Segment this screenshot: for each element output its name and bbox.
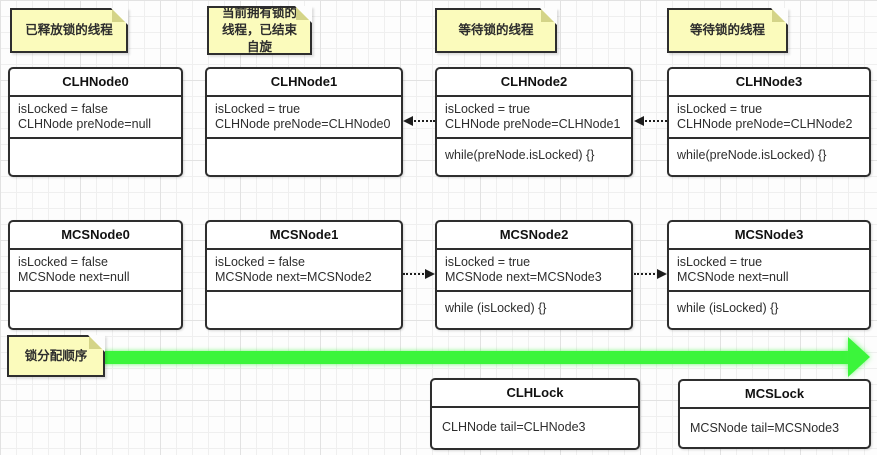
field-line: MCSNode next=null	[677, 270, 789, 284]
field-line: isLocked = false	[215, 255, 305, 269]
mcs-node-0-box: MCSNode0 isLocked = false MCSNode next=n…	[8, 220, 183, 330]
box-fields: isLocked = true CLHNode preNode=CLHNode0	[207, 97, 401, 139]
mcs-node-1-box: MCSNode1 isLocked = false MCSNode next=M…	[205, 220, 403, 330]
dotted-line	[634, 273, 659, 275]
note-waiting-thread-1: 等待锁的线程	[435, 8, 557, 53]
lock-order-arrow	[18, 337, 870, 377]
field-line: CLHNode preNode=null	[18, 117, 152, 131]
field-line: isLocked = false	[18, 102, 108, 116]
field-line: CLHNode preNode=CLHNode1	[445, 117, 621, 131]
box-title: MCSNode3	[669, 222, 869, 250]
mcs-lock-box: MCSLock MCSNode tail=MCSNode3	[678, 379, 871, 449]
clh-node-0-box: CLHNode0 isLocked = false CLHNode preNod…	[8, 67, 183, 177]
lock-order-arrow-bar	[18, 351, 850, 364]
arrowhead-right-icon	[425, 269, 435, 279]
arrowhead-right-icon	[848, 337, 870, 377]
clh-node-1-box: CLHNode1 isLocked = true CLHNode preNode…	[205, 67, 403, 177]
box-fields: isLocked = true CLHNode preNode=CLHNode2	[669, 97, 869, 139]
note-text: 等待锁的线程	[458, 23, 534, 37]
box-fields: isLocked = false MCSNode next=null	[10, 250, 181, 292]
clh-prenode-arrow-2to1	[403, 116, 435, 128]
box-fields: MCSNode tail=MCSNode3	[690, 421, 840, 435]
clh-node-3-box: CLHNode3 isLocked = true CLHNode preNode…	[667, 67, 871, 177]
dotted-line	[403, 273, 427, 275]
note-text: 已释放锁的线程	[25, 23, 113, 37]
dotted-line	[642, 120, 667, 122]
field-line: isLocked = true	[677, 102, 763, 116]
note-text: 当前拥有锁的线程，已结束自旋	[221, 6, 297, 54]
box-method: while (isLocked) {}	[677, 301, 779, 315]
field-line: isLocked = false	[18, 255, 108, 269]
box-fields: isLocked = true MCSNode next=MCSNode3	[437, 250, 631, 292]
field-line: isLocked = true	[677, 255, 763, 269]
box-title: CLHNode1	[207, 69, 401, 97]
arrowhead-left-icon	[403, 116, 413, 126]
box-title: CLHNode2	[437, 69, 631, 97]
mcs-next-arrow-2to3	[634, 269, 667, 281]
note-waiting-thread-2: 等待锁的线程	[667, 8, 788, 53]
box-fields: isLocked = true MCSNode next=null	[669, 250, 869, 292]
box-method: while(preNode.isLocked) {}	[445, 148, 595, 162]
box-fields: isLocked = true CLHNode preNode=CLHNode1	[437, 97, 631, 139]
box-title: CLHNode0	[10, 69, 181, 97]
mcs-next-arrow-1to2	[403, 269, 435, 281]
field-line: isLocked = true	[445, 255, 531, 269]
box-fields: isLocked = false MCSNode next=MCSNode2	[207, 250, 401, 292]
mcs-node-2-box: MCSNode2 isLocked = true MCSNode next=MC…	[435, 220, 633, 330]
mcs-node-3-box: MCSNode3 isLocked = true MCSNode next=nu…	[667, 220, 871, 330]
field-line: CLHNode preNode=CLHNode2	[677, 117, 853, 131]
box-method: while(preNode.isLocked) {}	[677, 148, 827, 162]
box-fields: CLHNode tail=CLHNode3	[442, 420, 586, 434]
note-text: 等待锁的线程	[689, 23, 765, 37]
box-method	[10, 292, 181, 328]
box-title: MCSNode1	[207, 222, 401, 250]
box-title: MCSNode0	[10, 222, 181, 250]
note-current-owner-thread: 当前拥有锁的线程，已结束自旋	[207, 6, 312, 55]
arrowhead-left-icon	[634, 116, 644, 126]
box-title: CLHLock	[432, 380, 638, 408]
note-text: 锁分配顺序	[24, 348, 88, 363]
box-method	[207, 292, 401, 328]
box-method: while (isLocked) {}	[445, 301, 547, 315]
dotted-line	[411, 120, 435, 122]
note-released-lock-thread: 已释放锁的线程	[10, 8, 128, 53]
clh-lock-box: CLHLock CLHNode tail=CLHNode3	[430, 378, 640, 450]
field-line: CLHNode preNode=CLHNode0	[215, 117, 391, 131]
box-title: CLHNode3	[669, 69, 869, 97]
box-fields: isLocked = false CLHNode preNode=null	[10, 97, 181, 139]
field-line: MCSNode next=MCSNode2	[215, 270, 372, 284]
box-title: MCSLock	[680, 381, 869, 409]
field-line: isLocked = true	[445, 102, 531, 116]
field-line: MCSNode next=null	[18, 270, 130, 284]
arrowhead-right-icon	[657, 269, 667, 279]
field-line: MCSNode next=MCSNode3	[445, 270, 602, 284]
note-lock-allocation-order: 锁分配顺序	[7, 335, 105, 377]
clh-prenode-arrow-3to2	[634, 116, 667, 128]
field-line: isLocked = true	[215, 102, 301, 116]
clh-node-2-box: CLHNode2 isLocked = true CLHNode preNode…	[435, 67, 633, 177]
box-title: MCSNode2	[437, 222, 631, 250]
box-method	[207, 139, 401, 175]
box-method	[10, 139, 181, 175]
